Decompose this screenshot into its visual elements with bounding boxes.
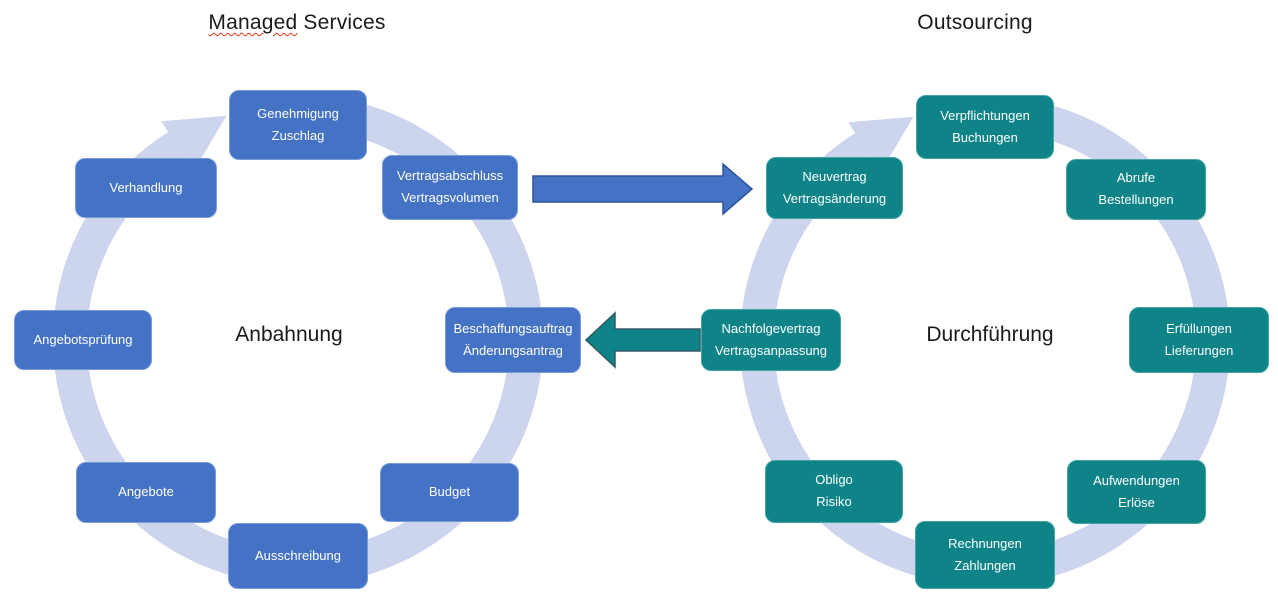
center-label-durchfuehrung[interactable]: Durchführung	[890, 323, 1090, 347]
node-label: Budget	[428, 484, 471, 500]
right-arrow-icon[interactable]	[532, 162, 754, 216]
node-label: Beschaffungsauftrag	[453, 320, 573, 336]
node-label: Verpflichtungen	[940, 107, 1030, 123]
node-label: Lieferungen	[1164, 342, 1234, 358]
node-label: Verhandlung	[109, 179, 183, 195]
center-label-text: Durchführung	[926, 323, 1054, 346]
node-label: Ausschreibung	[255, 547, 341, 563]
node-vertragsabschluss-vertragsvolumen[interactable]: Vertragsabschluss Vertragsvolumen	[382, 155, 518, 220]
node-label: Abrufe	[1116, 170, 1156, 186]
title-text: Outsourcing	[917, 11, 1033, 34]
title-word-rest: Services	[297, 11, 386, 34]
node-label: Erfüllungen	[1166, 320, 1232, 336]
node-verhandlung[interactable]: Verhandlung	[75, 158, 217, 218]
node-genehmigung-zuschlag[interactable]: Genehmigung Zuschlag	[229, 90, 367, 160]
outsourcing-cycle-arrowhead-icon	[848, 116, 914, 173]
node-label: Rechnungen	[948, 535, 1022, 551]
node-angebote[interactable]: Angebote	[76, 462, 216, 523]
node-label: Vertragsanpassung	[714, 342, 828, 358]
node-label: Vertragsabschluss	[396, 168, 504, 184]
node-label: Vertragsvolumen	[401, 190, 499, 205]
node-erfuellungen-lieferungen[interactable]: Erfüllungen Lieferungen	[1129, 307, 1269, 373]
center-label-text: Anbahnung	[235, 323, 343, 346]
node-aufwendungen-erloese[interactable]: Aufwendungen Erlöse	[1067, 460, 1206, 524]
center-label-anbahnung[interactable]: Anbahnung	[189, 323, 389, 347]
node-label: Bestellungen	[1098, 192, 1174, 207]
node-label: Zahlungen	[954, 557, 1016, 573]
left-arrow-icon[interactable]	[584, 311, 701, 369]
node-budget[interactable]: Budget	[380, 463, 519, 522]
node-ausschreibung[interactable]: Ausschreibung	[228, 523, 368, 589]
node-label: Buchungen	[952, 129, 1018, 145]
node-angebotspruefung[interactable]: Angebotsprüfung	[14, 310, 152, 370]
node-beschaffungsauftrag-aenderungsantrag[interactable]: Beschaffungsauftrag Änderungsantrag	[445, 307, 581, 373]
title-outsourcing[interactable]: Outsourcing	[825, 11, 1125, 35]
node-label: Angebotsprüfung	[33, 331, 133, 347]
node-label: Nachfolgevertrag	[721, 320, 821, 336]
node-verpflichtungen-buchungen[interactable]: Verpflichtungen Buchungen	[916, 95, 1054, 159]
node-label: Zuschlag	[271, 127, 325, 143]
node-label: Änderungsantrag	[463, 342, 563, 358]
title-managed-services[interactable]: Managed Services	[147, 11, 447, 35]
node-obligo-risiko[interactable]: Obligo Risiko	[765, 460, 903, 523]
node-label: Vertragsänderung	[782, 190, 887, 206]
node-abrufe-bestellungen[interactable]: Abrufe Bestellungen	[1066, 159, 1206, 220]
node-nachfolgevertrag-vertragsanpassung[interactable]: Nachfolgevertrag Vertragsanpassung	[701, 309, 841, 371]
managed-cycle-arrowhead-icon	[161, 115, 227, 172]
node-neuvertrag-vertragsaenderung[interactable]: Neuvertrag Vertragsänderung	[766, 157, 903, 219]
node-label: Neuvertrag	[802, 168, 867, 184]
node-label: Erlöse	[1118, 494, 1155, 510]
node-label: Genehmigung	[257, 105, 339, 121]
node-label: Angebote	[118, 484, 174, 500]
node-rechnungen-zahlungen[interactable]: Rechnungen Zahlungen	[915, 521, 1055, 589]
node-label: Risiko	[816, 494, 852, 509]
title-word-underlined: Managed	[208, 11, 298, 34]
node-label: Obligo	[815, 472, 853, 488]
node-label: Aufwendungen	[1093, 472, 1180, 488]
